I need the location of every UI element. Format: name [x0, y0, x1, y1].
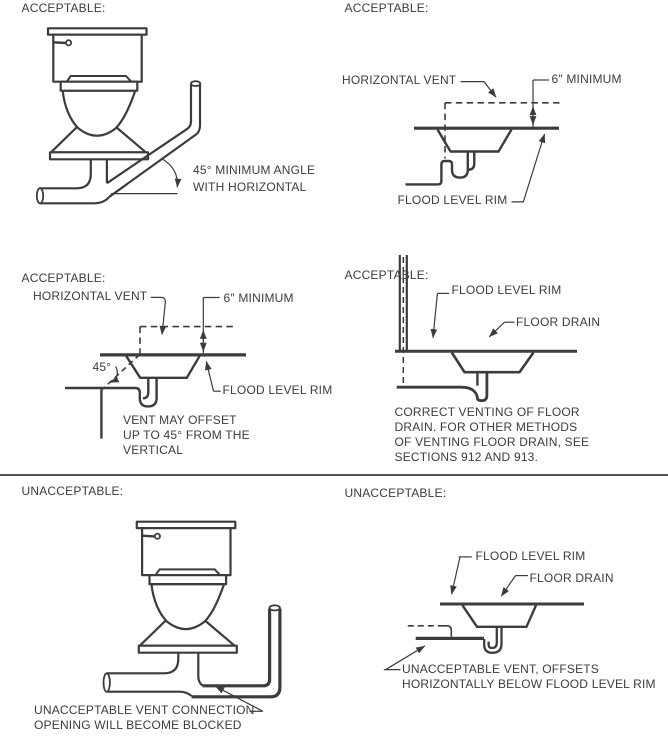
offset-note-line1: VENT MAY OFFSET	[123, 413, 237, 428]
offset-note-line2: UP TO 45° FROM THE	[123, 428, 250, 443]
flood-level-rim-label: FLOOD LEVEL RIM	[451, 283, 562, 297]
diagram-unacceptable-horizontal-offset	[383, 556, 584, 671]
acceptable-label-top-left: ACCEPTABLE:	[21, 1, 106, 16]
p-trap-inner	[467, 151, 476, 171]
acceptable-label-mid-left: ACCEPTABLE:	[21, 271, 106, 286]
diagram-acceptable-45-riser	[35, 27, 202, 205]
drain-trap-outer	[483, 626, 503, 654]
floor-drain-basin	[450, 351, 535, 374]
blocked-vent-bottom-edge	[191, 608, 282, 699]
dashed-vent-elbow	[443, 625, 453, 637]
flood-level-rim-label: FLOOD LEVEL RIM	[222, 383, 333, 398]
drain-pipe-open-end	[35, 187, 45, 205]
flood-level-rim-leader-arrow	[450, 556, 461, 595]
six-inch-minimum-label: 6″ MINIMUM	[223, 290, 294, 305]
drain-pipe-and-trap	[396, 372, 489, 403]
horizontal-vent-label: HORIZONTAL VENT	[342, 72, 457, 87]
angle-arc-arrow	[161, 157, 182, 188]
unacceptable-label-bottom-right: UNACCEPTABLE:	[344, 485, 447, 500]
angle-note-line1: 45° MINIMUM ANGLE	[193, 163, 316, 178]
dashed-45-offset-line	[101, 353, 141, 391]
vent-riser-inner-wall	[106, 84, 193, 185]
blocked-note-line2: OPENING WILL BECOME BLOCKED	[34, 717, 242, 732]
unacceptable-vent-leader-arrow	[385, 645, 426, 670]
diagram-unacceptable-vent-connection	[102, 520, 282, 712]
floor-drain-note-line3: OF VENTING FLOOR DRAIN, SEE	[394, 434, 590, 449]
blocked-vent-top-edge	[202, 608, 272, 688]
floor-drain-note-line4: SECTIONS 912 AND 913.	[394, 449, 539, 464]
floor-drain-label: FLOOR DRAIN	[516, 314, 601, 329]
drain-right-wall	[197, 652, 204, 687]
six-inch-minimum-label: 6″ MINIMUM	[551, 71, 622, 86]
drain-horizontal-top-edge	[106, 652, 180, 675]
toilet-bowl	[61, 89, 137, 137]
p-trap-inner	[142, 377, 150, 400]
blocked-connection-leader-arrow	[215, 685, 264, 712]
drain-trap-inner	[487, 626, 498, 650]
vent-riser-outer-wall	[108, 84, 202, 198]
horizontal-vent-leader-arrow	[460, 81, 497, 98]
flood-level-rim-label: FLOOD LEVEL RIM	[475, 549, 586, 564]
drain-horizontal-bottom-edge	[40, 196, 111, 205]
angle-note-line2: WITH HORIZONTAL	[193, 179, 307, 194]
floor-drain-leader-arrow	[500, 575, 516, 597]
lavatory-basin	[436, 128, 513, 153]
floor-drain-label: FLOOR DRAIN	[529, 571, 614, 586]
angle-arc-arrow	[109, 366, 120, 384]
flush-handle-knob	[65, 39, 73, 47]
flood-level-rim-leader-arrow	[205, 360, 215, 392]
offset-vent-note-line2: HORIZONTALLY BELOW FLOOD LEVEL RIM	[402, 676, 656, 691]
toilet-fixture	[46, 27, 150, 161]
diagram-acceptable-45-offset	[65, 296, 246, 439]
flush-handle	[53, 41, 67, 45]
drain-pipe-open-end	[102, 672, 111, 693]
unacceptable-label-bottom-left: UNACCEPTABLE:	[21, 484, 124, 498]
diagram-acceptable-floor-drain	[395, 255, 577, 403]
p-trap-outer	[65, 377, 158, 408]
flood-level-rim-label: FLOOD LEVEL RIM	[397, 193, 508, 208]
toilet-base-plate	[48, 151, 150, 161]
horizontal-vent-label: HORIZONTAL VENT	[33, 289, 148, 304]
p-trap-outer	[405, 151, 469, 186]
acceptable-label-mid-right: ACCEPTABLE:	[344, 268, 429, 283]
floor-drain-basin	[461, 604, 538, 628]
floor-drain-leader-arrow	[488, 321, 505, 338]
vent-pipe-open-end	[268, 604, 281, 612]
lavatory-basin	[125, 355, 201, 379]
offset-note-line3: VERTICAL	[123, 443, 184, 458]
acceptable-label-top-right: ACCEPTABLE:	[344, 1, 429, 16]
floor-drain-note-line2: DRAIN. FOR OTHER METHODS	[394, 419, 578, 434]
diagram-acceptable-horizontal-vent	[405, 79, 562, 203]
floor-drain-note-line1: CORRECT VENTING OF FLOOR	[394, 404, 580, 419]
blocked-note-line1: UNACCEPTABLE VENT CONNECTION	[34, 702, 255, 717]
offset-vent-note-line1: UNACCEPTABLE VENT, OFFSETS	[402, 662, 600, 677]
vent-pipe-open-end	[190, 80, 202, 87]
drain-horizontal-top-edge	[40, 159, 92, 190]
flood-level-rim-leader-arrow	[511, 133, 546, 203]
drain-horizontal-bottom-edge	[106, 690, 193, 697]
flood-level-rim-leader-arrow	[430, 293, 438, 339]
horizontal-vent-leader-arrow	[150, 296, 167, 336]
angle-45-label: 45°	[92, 360, 112, 374]
seat-rim	[59, 80, 139, 92]
